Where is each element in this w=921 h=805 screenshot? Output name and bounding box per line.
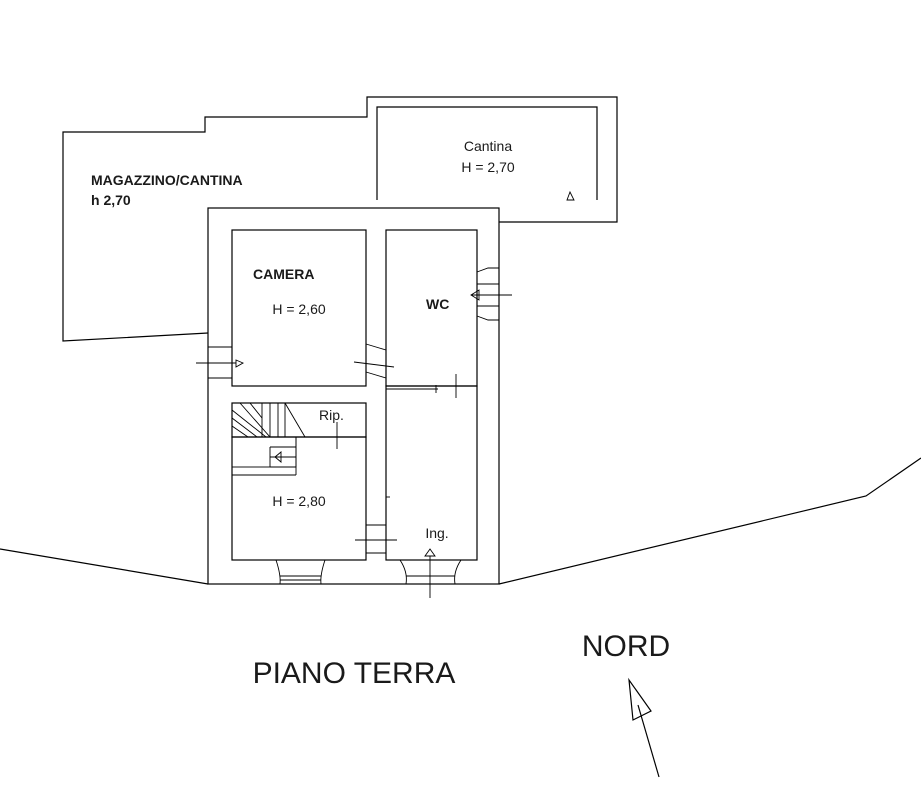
- lower-window-icon: [275, 559, 326, 585]
- floor-title: PIANO TERRA: [253, 657, 456, 690]
- magazzino-height-label: h 2,70: [91, 192, 131, 208]
- magazzino-label: MAGAZZINO/CANTINA: [91, 172, 243, 188]
- wc-door-icon: [386, 374, 457, 398]
- camera-label: CAMERA: [253, 266, 314, 282]
- camera-room: [231, 229, 367, 387]
- stairs-icon: [231, 402, 306, 476]
- north-arrow-icon: [628, 677, 660, 778]
- wc-label: WC: [426, 296, 449, 312]
- building-outer-wall: [207, 207, 500, 585]
- north-label: NORD: [582, 630, 670, 663]
- cantina-label: Cantina: [464, 138, 512, 154]
- camera-height-label: H = 2,60: [272, 301, 326, 317]
- cantina-height-label: H = 2,70: [461, 159, 515, 175]
- lower-door-icon: [355, 524, 397, 554]
- terrain-right: [498, 457, 921, 585]
- camera-window-arrow-icon: [196, 346, 245, 379]
- cantina-stair-arrow-icon: [566, 190, 575, 201]
- wc-window-arrow-icon: [470, 267, 512, 321]
- lower-room-height-label: H = 2,80: [272, 493, 326, 509]
- cantina-wall: [376, 106, 598, 200]
- entrance-label: Ing.: [425, 525, 448, 541]
- rip-label: Rip.: [319, 407, 344, 423]
- entrance-arrow-icon: [399, 548, 462, 598]
- corridor-room: [385, 385, 478, 561]
- ripostiglio-room: [231, 402, 367, 438]
- magazzino-wall: [62, 96, 618, 342]
- terrain-line: [0, 457, 921, 585]
- terrain-left: [0, 548, 209, 585]
- camera-door-icon: [353, 343, 395, 379]
